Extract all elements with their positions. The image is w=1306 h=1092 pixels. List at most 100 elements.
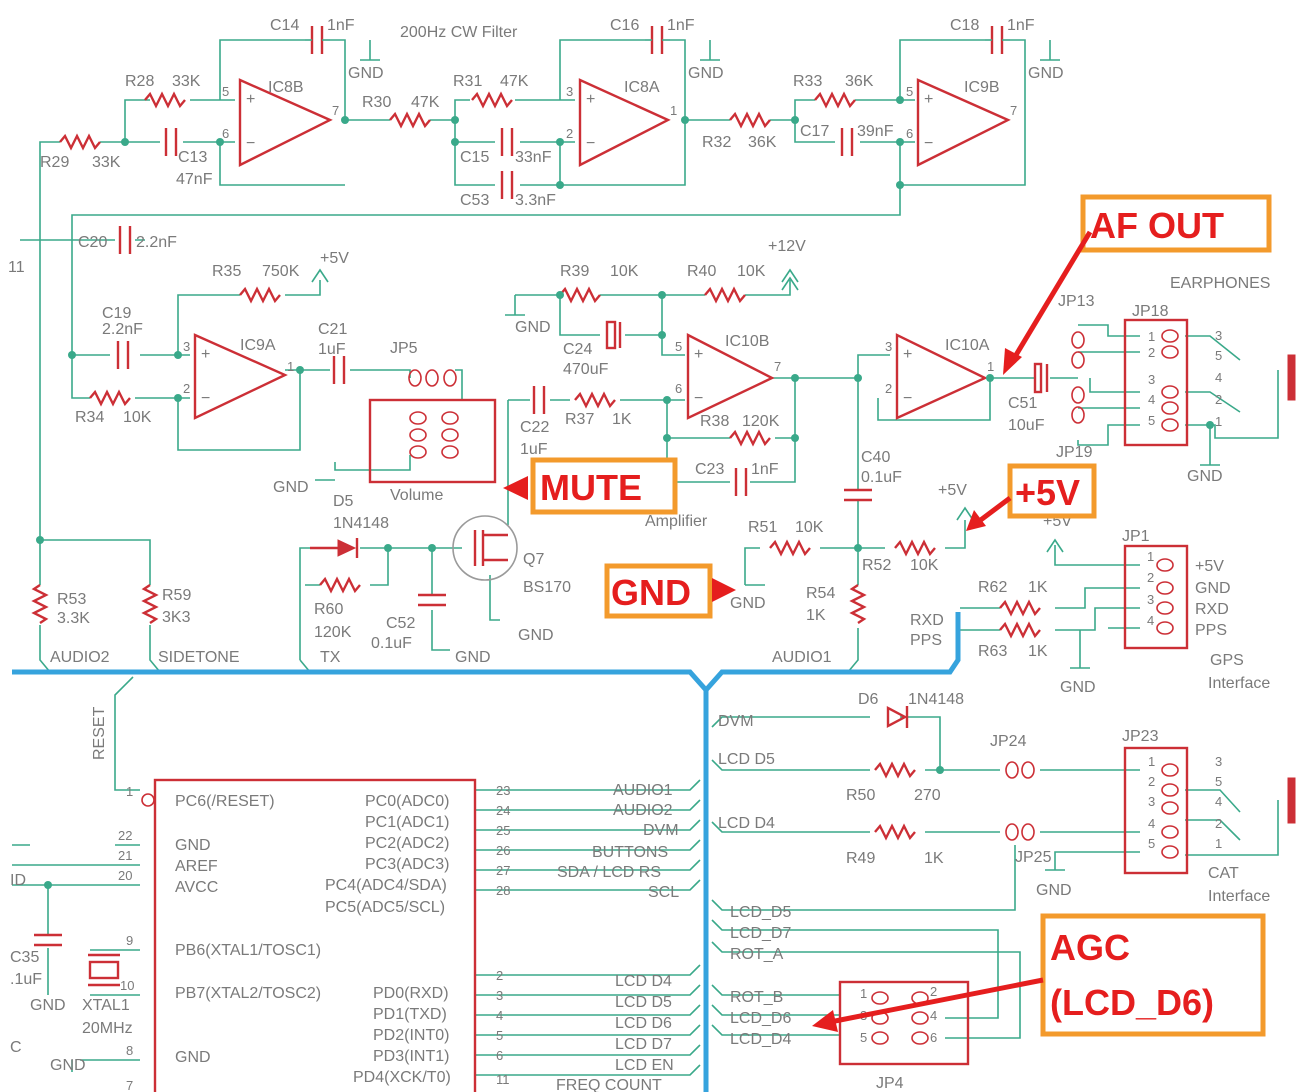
svg-text:GND: GND [1187,468,1223,485]
svg-text:120K: 120K [742,413,780,430]
svg-text:470uF: 470uF [563,361,609,378]
svg-text:10K: 10K [795,519,824,536]
svg-text:2: 2 [496,968,503,983]
svg-text:4: 4 [1148,392,1155,407]
svg-text:RXD: RXD [910,612,944,629]
resistor-r31 [471,91,513,109]
svg-text:5: 5 [1148,413,1155,428]
svg-text:R53: R53 [57,591,86,608]
svg-text:PC1(ADC1): PC1(ADC1) [365,814,449,831]
gnd-label: GND [611,572,691,613]
svg-text:LCD D4: LCD D4 [615,973,672,990]
svg-text:C18: C18 [950,17,979,34]
capacitors [34,26,1049,947]
svg-text:2: 2 [1148,774,1155,789]
capacitor-c20 [118,226,132,254]
callout-mute: MUTE [503,457,678,515]
svg-text:XTAL1: XTAL1 [82,997,130,1014]
capacitor-c15 [500,128,514,156]
svg-text:1: 1 [1215,836,1222,851]
svg-text:PC6(/RESET): PC6(/RESET) [175,793,275,810]
svg-text:PD1(TXD): PD1(TXD) [373,1006,447,1023]
svg-text:21: 21 [118,848,132,863]
svg-text:270: 270 [914,787,941,804]
svg-text:23: 23 [496,783,510,798]
svg-text:28: 28 [496,883,510,898]
svg-text:LCD D6: LCD D6 [615,1015,672,1032]
svg-text:C40: C40 [861,449,890,466]
svg-text:6: 6 [675,381,682,396]
svg-text:7: 7 [332,103,339,118]
svg-text:LCD D4: LCD D4 [718,815,775,832]
capacitor-c24 [605,320,622,350]
svg-text:39nF: 39nF [857,123,894,140]
svg-text:3: 3 [1215,754,1222,769]
svg-text:C21: C21 [318,321,347,338]
svg-text:5: 5 [1215,348,1222,363]
svg-text:JP1: JP1 [1122,528,1150,545]
svg-text:AVCC: AVCC [175,879,218,896]
svg-text:GND: GND [30,997,66,1014]
svg-text:LCD_D6: LCD_D6 [730,1010,791,1027]
resistor-r62 [999,599,1041,617]
svg-text:PC5(ADC5/SCL): PC5(ADC5/SCL) [325,899,445,916]
svg-text:2: 2 [1215,816,1222,831]
svg-text:R49: R49 [846,850,875,867]
svg-text:C19: C19 [102,305,131,322]
svg-text:DVM: DVM [718,713,754,730]
svg-text:GND: GND [518,627,554,644]
svg-text:IC8A: IC8A [624,79,660,96]
svg-text:1uF: 1uF [520,441,548,458]
svg-text:4: 4 [496,1008,503,1023]
svg-text:26: 26 [496,843,510,858]
svg-text:SCL: SCL [648,884,679,901]
svg-text:C53: C53 [460,192,489,209]
svg-text:PC4(ADC4/SDA): PC4(ADC4/SDA) [325,877,447,894]
svg-text:+5V: +5V [320,250,349,267]
svg-text:0.1uF: 0.1uF [371,635,412,652]
svg-text:33nF: 33nF [515,149,552,166]
svg-text:2: 2 [930,984,937,999]
svg-text:C20: C20 [78,234,107,251]
svg-text:750K: 750K [262,263,300,280]
resistor-r60 [319,576,361,594]
svg-text:D6: D6 [858,691,879,708]
svg-text:0.1uF: 0.1uF [861,469,902,486]
svg-text:1: 1 [1148,754,1155,769]
svg-text:JP18: JP18 [1132,303,1169,320]
svg-text:PB7(XTAL2/TOSC2): PB7(XTAL2/TOSC2) [175,985,321,1002]
svg-text:LCD_D7: LCD_D7 [730,925,791,942]
callout-af-out: AF OUT [1003,194,1272,375]
svg-text:R31: R31 [453,73,482,90]
svg-text:36K: 36K [845,73,874,90]
svg-text:−: − [586,135,595,152]
svg-text:C35: C35 [10,949,39,966]
svg-text:+: + [246,91,255,108]
svg-text:C52: C52 [386,615,415,632]
svg-text:1: 1 [287,359,294,374]
svg-text:47nF: 47nF [176,171,213,188]
svg-text:PD0(RXD): PD0(RXD) [373,985,449,1002]
wires-amp [20,239,1279,545]
svg-text:Volume: Volume [390,487,443,504]
svg-text:R37: R37 [565,411,594,428]
svg-text:LCD D5: LCD D5 [718,751,775,768]
svg-text:1K: 1K [924,850,944,867]
svg-text:20: 20 [118,868,132,883]
resistor-r50 [874,761,916,779]
svg-text:PB6(XTAL1/TOSC1): PB6(XTAL1/TOSC1) [175,942,321,959]
svg-text:+: + [201,346,210,363]
svg-text:R50: R50 [846,787,875,804]
svg-text:4: 4 [1148,816,1155,831]
svg-text:GND: GND [1036,882,1072,899]
svg-text:PC0(ADC0): PC0(ADC0) [365,793,449,810]
svg-text:47K: 47K [411,94,440,111]
svg-text:1N4148: 1N4148 [908,691,964,708]
resistor-r59 [141,584,159,624]
svg-text:.1uF: .1uF [10,971,42,988]
svg-text:6: 6 [222,126,229,141]
svg-text:10uF: 10uF [1008,417,1045,434]
svg-text:Amplifier: Amplifier [645,513,708,530]
svg-text:+: + [694,346,703,363]
